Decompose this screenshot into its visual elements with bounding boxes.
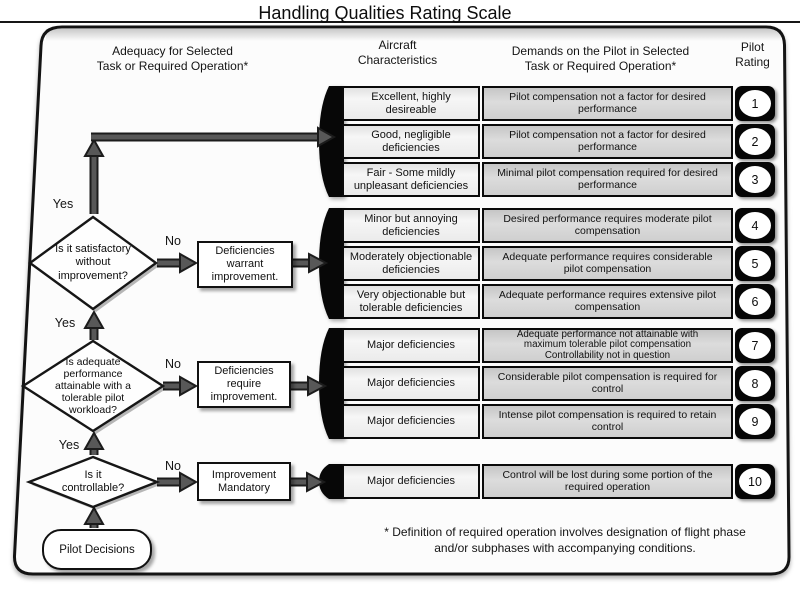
yes-label-3: Yes bbox=[58, 438, 80, 452]
group-1-bracket bbox=[319, 86, 344, 197]
table-row-2: Good, negligible deficiencies Pilot comp… bbox=[342, 124, 775, 159]
group-4-bracket bbox=[319, 464, 344, 499]
box-deficiencies-require-improvement: Deficiencies require improvement. bbox=[197, 361, 291, 408]
characteristic-cell: Major deficiencies bbox=[342, 328, 480, 363]
rating-badge: 3 bbox=[735, 162, 775, 197]
group-2-rows: Minor but annoying deficiencies Desired … bbox=[342, 208, 775, 322]
group-3-rows: Major deficiencies Adequate performance … bbox=[342, 328, 775, 442]
header-adequacy: Adequacy for Selected Task or Required O… bbox=[96, 44, 249, 73]
rating-badge: 7 bbox=[735, 328, 775, 363]
no-label-1: No bbox=[165, 234, 181, 248]
title-underline bbox=[0, 21, 800, 23]
header-pilot-rating: Pilot Rating bbox=[735, 40, 770, 69]
rating-number: 10 bbox=[739, 468, 771, 495]
table-row-3: Fair - Some mildly unpleasant deficienci… bbox=[342, 162, 775, 197]
rating-badge: 1 bbox=[735, 86, 775, 121]
characteristic-cell: Minor but annoying deficiencies bbox=[342, 208, 480, 243]
characteristic-cell: Moderately objectionable deficiencies bbox=[342, 246, 480, 281]
characteristic-cell: Major deficiencies bbox=[342, 464, 480, 499]
rating-badge: 9 bbox=[735, 404, 775, 439]
demand-cell: Minimal pilot compensation required for … bbox=[482, 162, 733, 197]
frame-inner-shadow bbox=[46, 29, 781, 41]
diamond-question-controllable: Is it controllable? bbox=[61, 468, 125, 494]
rating-badge: 5 bbox=[735, 246, 775, 281]
table-row-7: Major deficiencies Adequate performance … bbox=[342, 328, 775, 363]
demand-cell: Desired performance requires moderate pi… bbox=[482, 208, 733, 243]
box-improvement-mandatory: Improvement Mandatory bbox=[197, 462, 291, 501]
demand-cell: Control will be lost during some portion… bbox=[482, 464, 733, 499]
table-row-10: Major deficiencies Control will be lost … bbox=[342, 464, 775, 499]
pilot-decisions-node: Pilot Decisions bbox=[42, 529, 152, 570]
characteristic-cell: Good, negligible deficiencies bbox=[342, 124, 480, 159]
yes-label-1: Yes bbox=[52, 197, 74, 211]
rating-number: 5 bbox=[739, 250, 771, 277]
rating-group-4: Major deficiencies Control will be lost … bbox=[318, 464, 775, 499]
rating-number: 9 bbox=[739, 408, 771, 435]
demand-cell: Pilot compensation not a factor for desi… bbox=[482, 86, 733, 121]
characteristic-cell: Major deficiencies bbox=[342, 366, 480, 401]
rating-badge: 4 bbox=[735, 208, 775, 243]
demand-cell: Adequate performance requires extensive … bbox=[482, 284, 733, 319]
rating-number: 6 bbox=[739, 288, 771, 315]
rating-number: 7 bbox=[739, 332, 771, 359]
rating-number: 4 bbox=[739, 212, 771, 239]
demand-cell: Adequate performance requires considerab… bbox=[482, 246, 733, 281]
characteristic-cell: Fair - Some mildly unpleasant deficienci… bbox=[342, 162, 480, 197]
no-label-3: No bbox=[165, 459, 181, 473]
characteristic-cell: Major deficiencies bbox=[342, 404, 480, 439]
table-row-9: Major deficiencies Intense pilot compens… bbox=[342, 404, 775, 439]
demand-cell: Adequate performance not attainable with… bbox=[482, 328, 733, 363]
rating-number: 1 bbox=[739, 90, 771, 117]
header-aircraft-characteristics: Aircraft Characteristics bbox=[357, 38, 438, 67]
table-row-1: Excellent, highly desireable Pilot compe… bbox=[342, 86, 775, 121]
rating-badge: 10 bbox=[735, 464, 775, 499]
yes-label-2: Yes bbox=[54, 316, 76, 330]
rating-group-2: Minor but annoying deficiencies Desired … bbox=[318, 208, 775, 319]
group-1-rows: Excellent, highly desireable Pilot compe… bbox=[342, 86, 775, 200]
rating-badge: 2 bbox=[735, 124, 775, 159]
table-row-4: Minor but annoying deficiencies Desired … bbox=[342, 208, 775, 243]
rating-badge: 8 bbox=[735, 366, 775, 401]
rating-group-1: Excellent, highly desireable Pilot compe… bbox=[318, 86, 775, 197]
footnote: * Definition of required operation invol… bbox=[384, 525, 746, 555]
rating-number: 2 bbox=[739, 128, 771, 155]
characteristic-cell: Excellent, highly desireable bbox=[342, 86, 480, 121]
page-title: Handling Qualities Rating Scale bbox=[258, 3, 512, 23]
demand-cell: Pilot compensation not a factor for desi… bbox=[482, 124, 733, 159]
characteristic-cell: Very objectionable but tolerable deficie… bbox=[342, 284, 480, 319]
header-demands-on-pilot: Demands on the Pilot in Selected Task or… bbox=[511, 44, 690, 73]
group-3-bracket bbox=[319, 328, 344, 439]
table-row-8: Major deficiencies Considerable pilot co… bbox=[342, 366, 775, 401]
rating-badge: 6 bbox=[735, 284, 775, 319]
box-deficiencies-warrant-improvement: Deficiencies warrant improvement. bbox=[197, 241, 293, 288]
table-row-5: Moderately objectionable deficiencies Ad… bbox=[342, 246, 775, 281]
table-row-6: Very objectionable but tolerable deficie… bbox=[342, 284, 775, 319]
demand-cell: Considerable pilot compensation is requi… bbox=[482, 366, 733, 401]
rating-number: 3 bbox=[739, 166, 771, 193]
rating-group-3: Major deficiencies Adequate performance … bbox=[318, 328, 775, 439]
no-label-2: No bbox=[165, 357, 181, 371]
diamond-question-satisfactory: Is it satisfactory without improvement? bbox=[55, 243, 131, 282]
group-4-rows: Major deficiencies Control will be lost … bbox=[342, 464, 775, 502]
demand-cell: Intense pilot compensation is required t… bbox=[482, 404, 733, 439]
group-2-bracket bbox=[319, 208, 344, 319]
diamond-question-adequate-performance: Is adequate performance attainable with … bbox=[55, 355, 131, 417]
rating-number: 8 bbox=[739, 370, 771, 397]
